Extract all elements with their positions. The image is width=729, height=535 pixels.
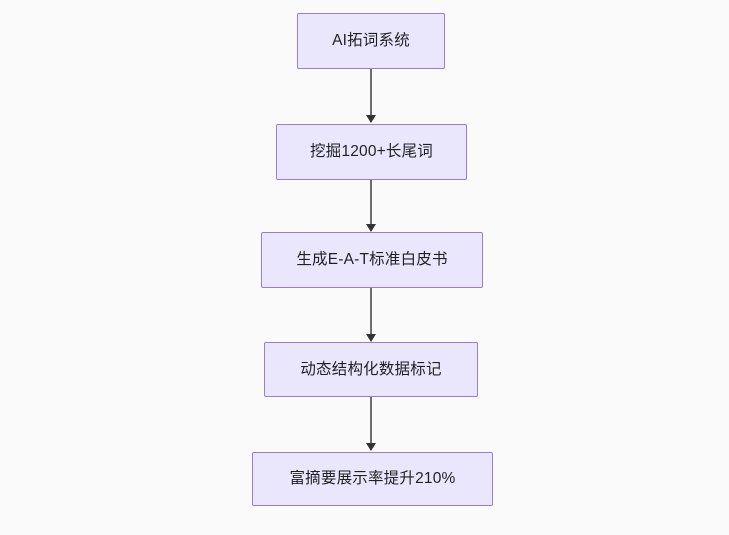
flowchart-edge-1-2 <box>370 69 372 116</box>
flowchart-node-3-label: 生成E-A-T标准白皮书 <box>296 251 448 269</box>
flowchart-edge-4-5-arrowhead <box>365 443 376 451</box>
flowchart-edge-1-2-arrowhead <box>365 115 376 123</box>
flowchart-edge-2-3-arrowhead <box>365 224 376 232</box>
flowchart-node-1-label: AI拓词系统 <box>332 32 410 50</box>
flowchart-edge-2-3 <box>370 180 372 225</box>
flowchart-edge-3-4 <box>370 288 372 334</box>
flowchart-node-4[interactable]: 动态结构化数据标记 <box>264 342 478 397</box>
flowchart-node-2[interactable]: 挖掘1200+长尾词 <box>276 124 467 180</box>
flowchart-node-1[interactable]: AI拓词系统 <box>297 13 445 69</box>
flowchart-edge-4-5 <box>370 397 372 443</box>
flowchart-edge-3-4-arrowhead <box>365 334 376 342</box>
flowchart-node-3[interactable]: 生成E-A-T标准白皮书 <box>261 232 483 288</box>
flowchart-node-5-label: 富摘要展示率提升210% <box>289 470 456 488</box>
flowchart-node-2-label: 挖掘1200+长尾词 <box>309 143 434 161</box>
flowchart-node-5[interactable]: 富摘要展示率提升210% <box>252 452 493 506</box>
flowchart-node-4-label: 动态结构化数据标记 <box>300 360 442 378</box>
